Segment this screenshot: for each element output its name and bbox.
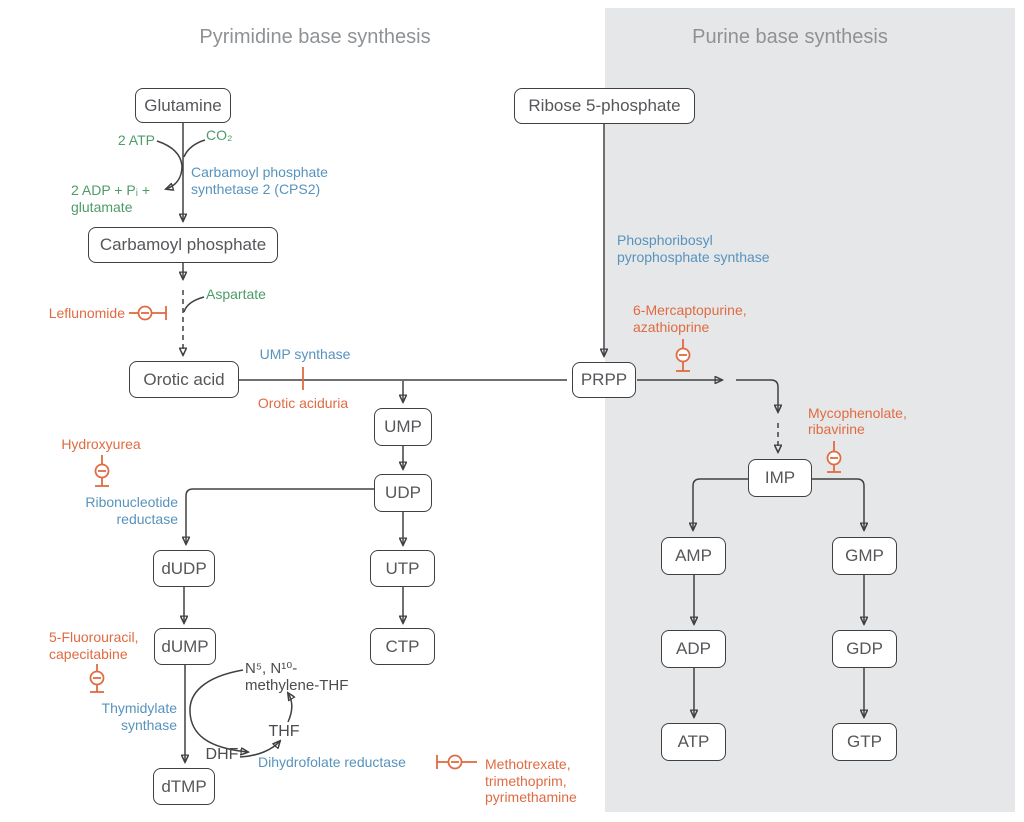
label-prpp-synthase: Phosphoribosyl pyrophosphate synthase	[617, 232, 770, 265]
inhibition-icon-leflunomide	[129, 305, 167, 321]
node-orotic-acid: Orotic acid	[129, 361, 239, 398]
label-mycophenolate: Mycophenolate, ribavirine	[808, 405, 907, 437]
purine-panel	[605, 8, 1015, 812]
label-thf: THF	[268, 723, 300, 740]
inhibition-icon-fluorouracil	[89, 664, 105, 693]
inhibition-icon-hydroxyurea	[94, 455, 110, 487]
label-mercaptopurine: 6-Mercaptopurine, azathioprine	[633, 302, 747, 335]
node-carbamoyl-phosphate: Carbamoyl phosphate	[88, 227, 278, 263]
label-dhf: DHF	[205, 746, 239, 763]
curve-methylenethf-to-dhf	[189, 669, 248, 752]
cofactor-swoosh-atp-to-adp	[156, 140, 183, 189]
node-dtmp: dTMP	[153, 768, 215, 805]
node-dudp: dUDP	[153, 550, 215, 587]
label-fluorouracil: 5-Fluorouracil, capecitabine	[49, 629, 139, 662]
label-hydroxyurea: Hydroxyurea	[61, 436, 141, 452]
label-adp-out: 2 ADP + Pᵢ + glutamate	[71, 182, 150, 215]
curve-dhf-to-thf	[239, 741, 280, 758]
node-amp: AMP	[661, 537, 726, 575]
node-adp: ADP	[661, 630, 726, 668]
node-gmp: GMP	[832, 537, 897, 575]
arrow-prpp-elbow-down	[736, 379, 778, 412]
node-prpp: PRPP	[572, 362, 636, 398]
label-methotrexate: Methotrexate, trimethoprim, pyrimethamin…	[485, 756, 577, 805]
node-atp: ATP	[661, 723, 726, 761]
inhibition-icon-methotrexate	[436, 754, 477, 770]
node-ump: UMP	[374, 408, 432, 446]
node-gdp: GDP	[832, 630, 897, 668]
node-dump: dUMP	[154, 628, 216, 665]
arrow-imp-to-gmp	[812, 478, 864, 530]
node-imp: IMP	[748, 459, 812, 497]
cofactor-curve-aspartate	[183, 296, 205, 313]
purine-title: Purine base synthesis	[692, 26, 888, 48]
node-gtp: GTP	[832, 723, 897, 761]
label-aspartate: Aspartate	[206, 286, 266, 302]
purine-pathway-lines	[604, 124, 864, 717]
pyrimidine-pathway-lines	[156, 123, 567, 762]
inhibition-icon-mycophenolate	[826, 441, 842, 473]
arrow-udp-to-dudp	[186, 488, 375, 544]
label-ump-synthase: UMP synthase	[259, 346, 351, 362]
pyrimidine-title: Pyrimidine base synthesis	[199, 26, 431, 48]
label-atp-in: 2 ATP	[117, 132, 155, 148]
label-thymidylate-synthase: Thymidylate synthase	[101, 700, 177, 733]
label-orotic-aciduria: Orotic aciduria	[257, 395, 349, 411]
label-methylene-thf: N⁵, N¹⁰- methylene-THF	[245, 660, 349, 694]
curve-thf-to-methylenethf	[288, 693, 292, 723]
label-dihydrofolate-reductase: Dihydrofolate reductase	[258, 754, 406, 770]
label-ribonucleotide-reductase: Ribonucleotide reductase	[85, 494, 178, 527]
cofactor-curve-co2	[183, 139, 206, 158]
node-utp: UTP	[370, 550, 435, 587]
label-leflunomide: Leflunomide	[48, 305, 125, 321]
arrow-imp-to-amp	[693, 478, 748, 530]
node-glutamine: Glutamine	[135, 88, 231, 123]
node-ctp: CTP	[370, 628, 435, 665]
node-ribose-5-phosphate: Ribose 5-phosphate	[514, 88, 695, 124]
inhibition-icon-mercaptopurine	[675, 339, 691, 372]
label-cps2: Carbamoyl phosphate synthetase 2 (CPS2)	[191, 164, 328, 197]
node-udp: UDP	[374, 474, 432, 512]
label-co2: CO₂	[206, 127, 233, 143]
